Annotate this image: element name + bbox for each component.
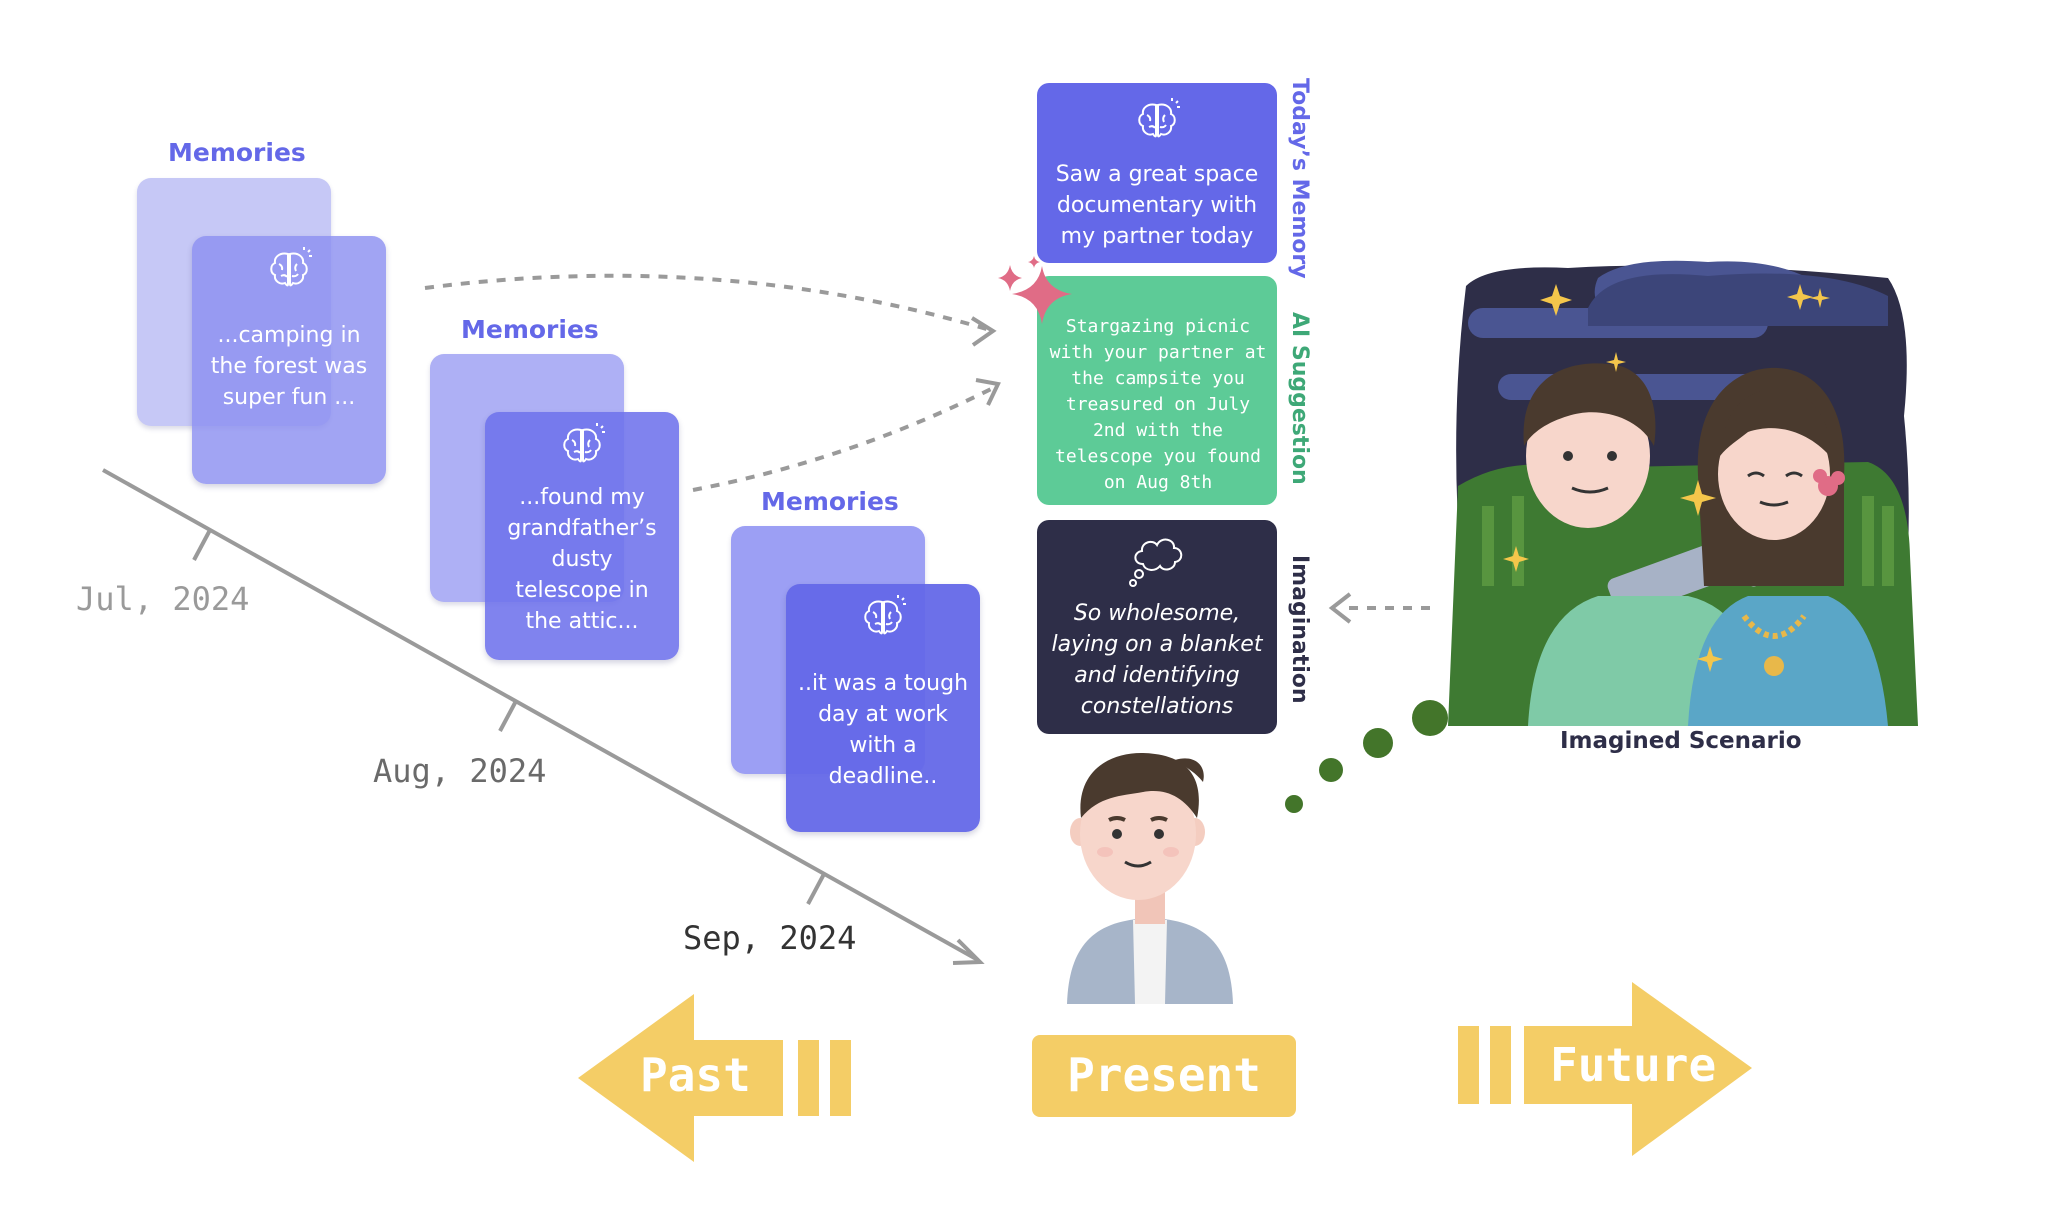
future-arrow: [1458, 982, 1752, 1156]
memory-card-2: ...found my grandfather’s dusty telescop…: [485, 412, 679, 660]
imagination-label: Imagination: [1287, 555, 1312, 704]
thought-dot: [1319, 758, 1343, 782]
memory-group-3-title: Memories: [761, 487, 899, 516]
timeline-axis: [102, 468, 979, 962]
future-label: Future: [1550, 1038, 1717, 1092]
imagination-panel: So wholesome, laying on a blanket and id…: [1037, 520, 1277, 734]
ai-suggestion-text: Stargazing picnic with your partner at t…: [1049, 316, 1267, 493]
timeline-tick-sep: [806, 873, 826, 905]
thought-dot: [1363, 728, 1393, 758]
timeline-date-aug: Aug, 2024: [373, 752, 547, 790]
today-memory-label: Today’s Memory: [1287, 78, 1312, 279]
ai-suggestion-label: AI Suggestion: [1287, 312, 1312, 485]
brain-icon: [864, 595, 906, 635]
thought-dot: [1285, 795, 1303, 813]
ai-suggestion-panel: Stargazing picnic with your partner at t…: [1037, 276, 1277, 505]
today-memory-panel: Saw a great space documentary with my pa…: [1037, 83, 1277, 263]
past-arrow: [578, 994, 851, 1162]
memory-group-1-title: Memories: [168, 138, 306, 167]
thought-dot: [1412, 700, 1448, 736]
imagination-text: So wholesome, laying on a blanket and id…: [1051, 601, 1263, 719]
memory-text-2: ...found my grandfather’s dusty telescop…: [507, 485, 657, 634]
present-person-illustration: [1067, 752, 1233, 1004]
imagined-scenario-illustration: [1448, 260, 1918, 726]
memory-text-1: ...camping in the forest was super fun .…: [210, 323, 368, 410]
brain-icon: [270, 247, 312, 287]
timeline-arrowhead: [952, 938, 985, 965]
memory-card-1: ...camping in the forest was super fun .…: [192, 236, 386, 484]
memory-group-2-title: Memories: [461, 315, 599, 344]
memory-to-suggestion-arrow-1: [424, 273, 991, 332]
brain-icon: [563, 423, 605, 463]
arrowhead-1: [970, 316, 997, 347]
scenario-caption: Imagined Scenario: [1560, 728, 1802, 754]
today-memory-text: Saw a great space documentary with my pa…: [1055, 162, 1259, 249]
timeline-date-sep: Sep, 2024: [683, 919, 857, 957]
past-label: Past: [640, 1048, 751, 1102]
memory-text-3: ..it was a tough day at work with a dead…: [797, 671, 969, 789]
arrowhead-3: [1328, 592, 1352, 624]
thought-cloud-icon: [1129, 538, 1183, 587]
timeline-date-jul: Jul, 2024: [76, 580, 250, 618]
present-label: Present: [1067, 1048, 1261, 1102]
memory-card-3: ..it was a tough day at work with a dead…: [786, 584, 980, 832]
arrowhead-2: [975, 378, 1001, 406]
present-box: [1032, 1035, 1296, 1117]
sparkle-icon: [998, 256, 1072, 324]
timeline-tick-jul: [192, 529, 212, 561]
timeline-tick-aug: [498, 700, 518, 732]
brain-icon: [1138, 98, 1180, 138]
memory-to-suggestion-arrow-2: [692, 385, 996, 492]
